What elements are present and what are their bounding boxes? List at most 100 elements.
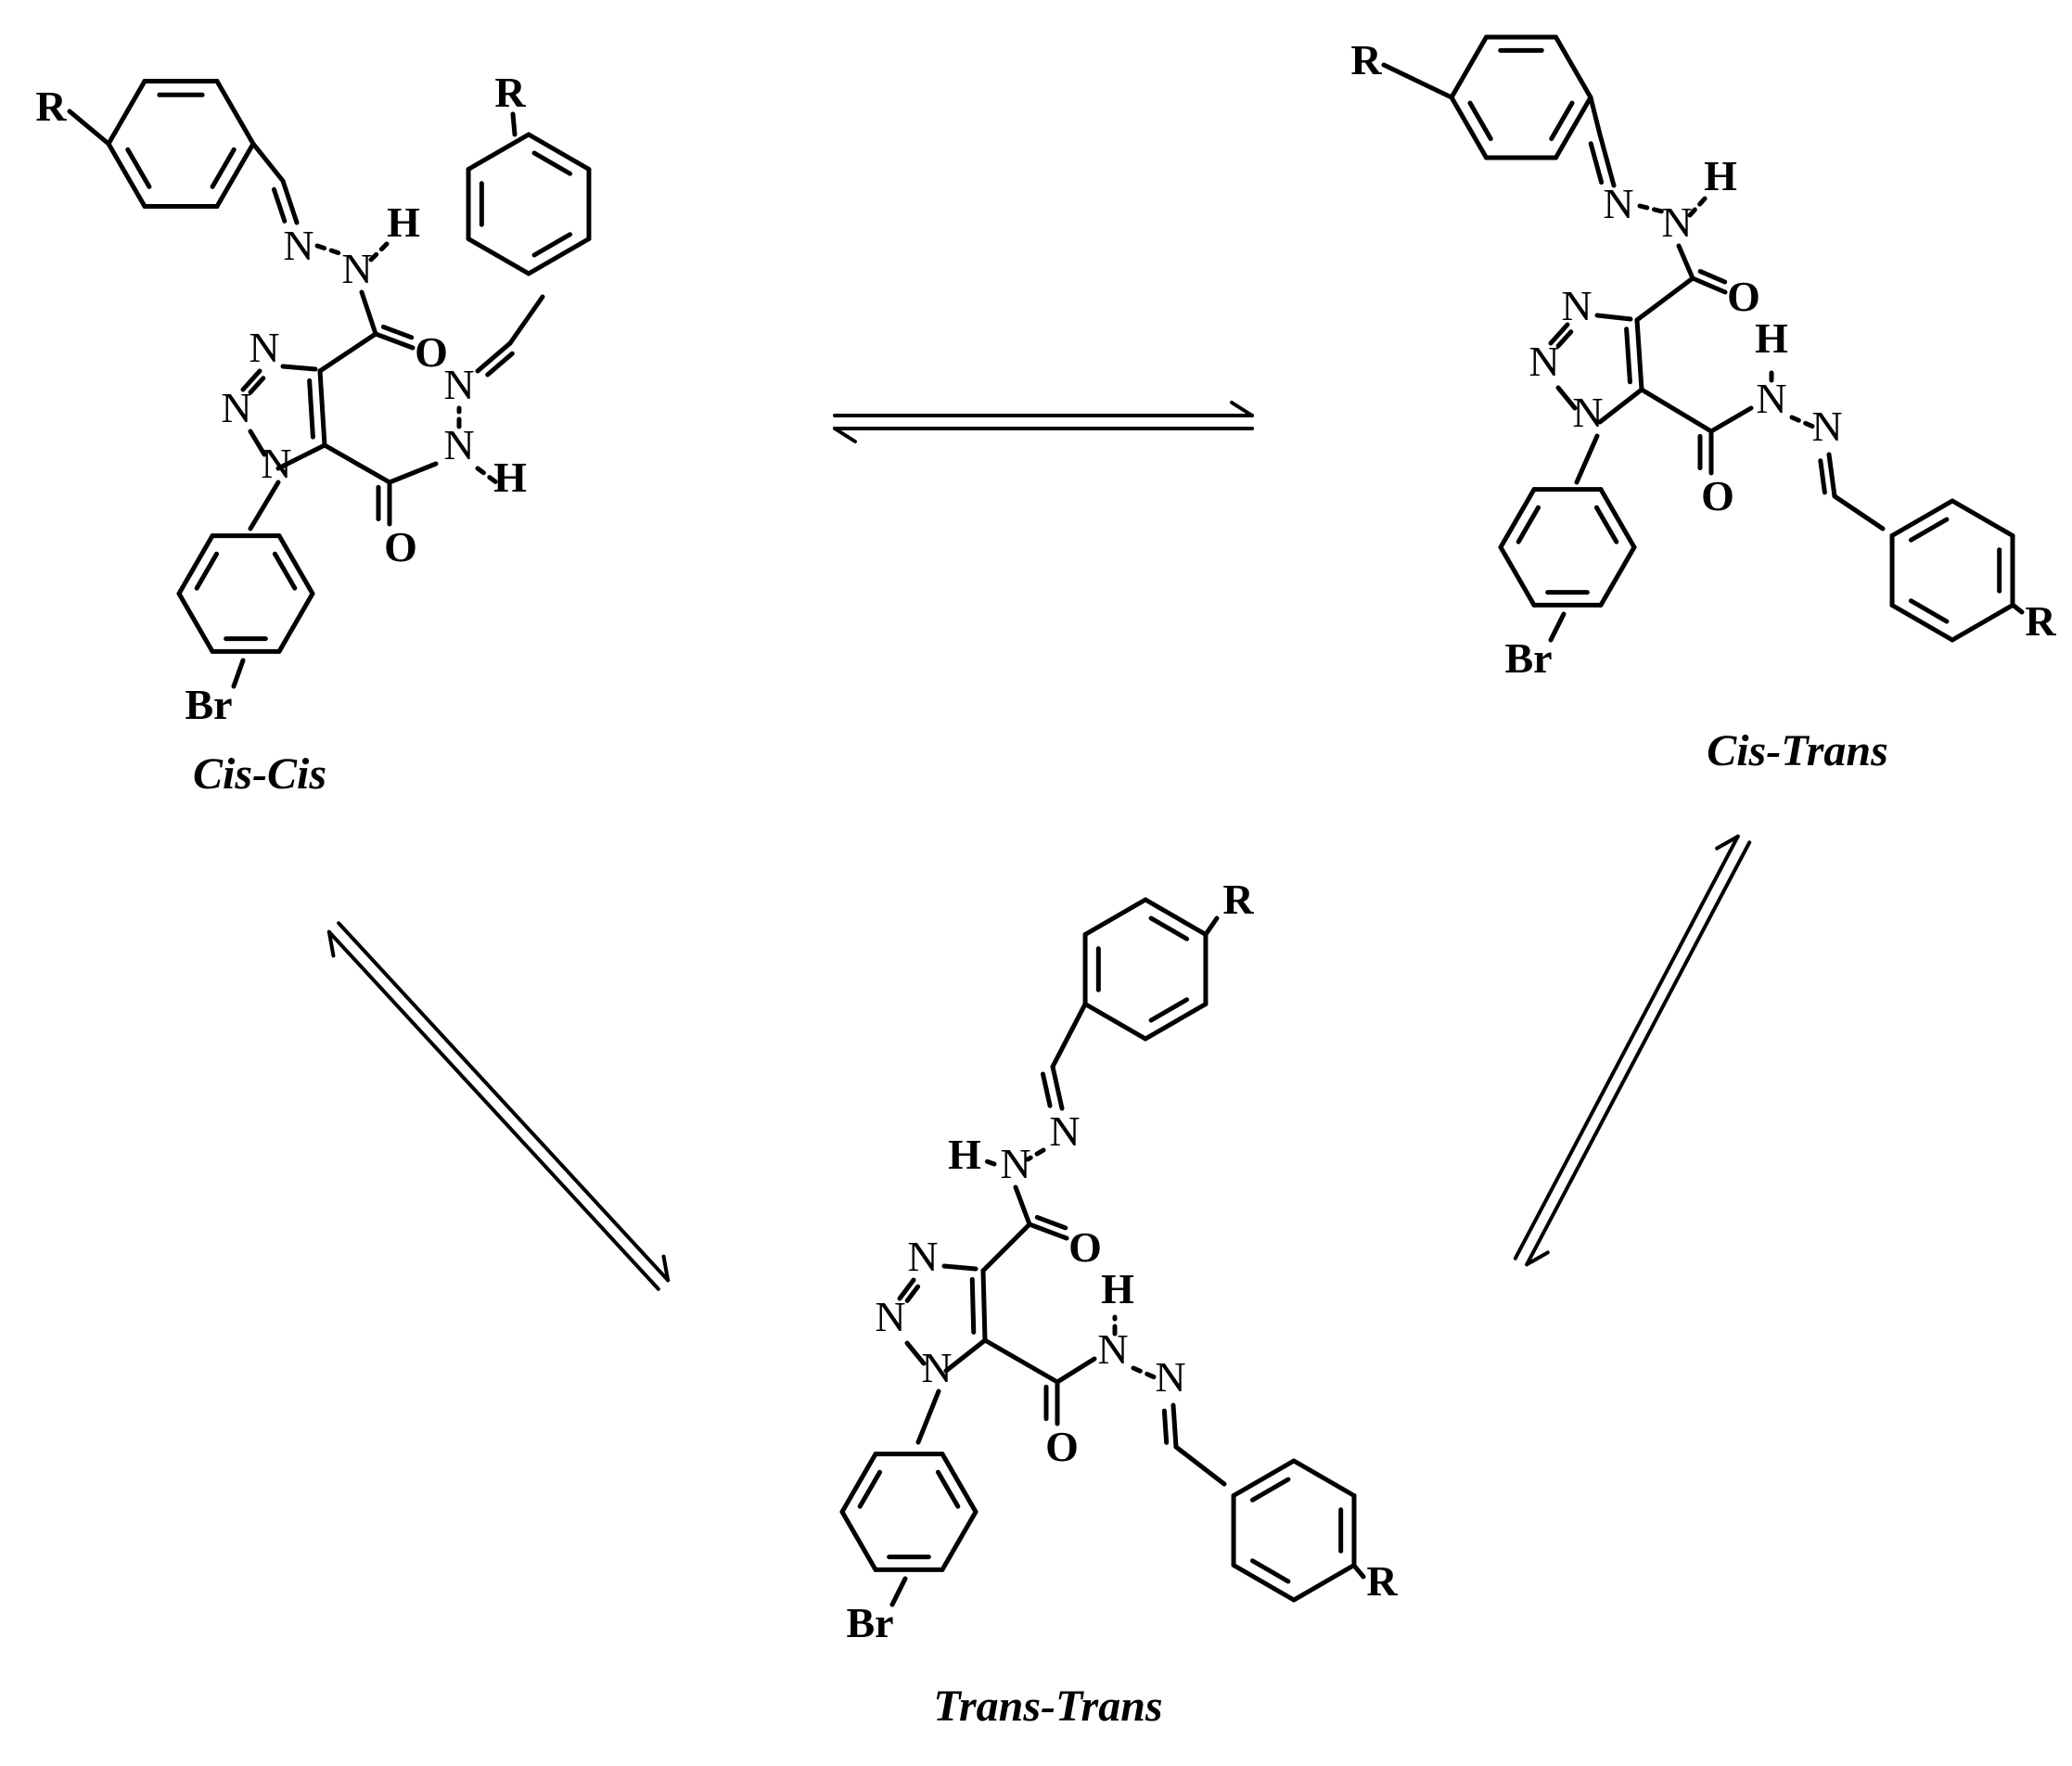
double-bond: [1170, 1402, 1179, 1450]
double-bond: [980, 1268, 988, 1343]
bond: [1173, 1444, 1227, 1487]
ring-bond: [214, 78, 256, 147]
ring-bond: [1082, 897, 1148, 937]
atom-n-triazole: N: [907, 1233, 938, 1280]
atom-n-triazole: N: [249, 324, 279, 371]
ring-bond: [940, 1509, 978, 1572]
ring-bond: [214, 141, 256, 210]
double-bond-inner: [1697, 269, 1728, 285]
substituent-r: R: [2025, 597, 2056, 645]
atom-n-imine: N: [443, 361, 474, 408]
dashed-bond: [1131, 1365, 1158, 1380]
ring-bond: [526, 132, 592, 172]
bond: [1574, 433, 1600, 485]
bond: [1050, 1002, 1088, 1069]
ring-bond: [276, 533, 315, 596]
bond: [510, 111, 518, 137]
dashed-bond: [1025, 1147, 1046, 1162]
ring-inner-bond: [1148, 997, 1190, 1023]
bond: [1597, 387, 1644, 425]
dashed-bond: [978, 1157, 997, 1167]
ring-bond: [1143, 897, 1209, 937]
bond: [507, 294, 545, 346]
atom-o: O: [1045, 1423, 1079, 1470]
ring-inner-bond: [194, 551, 220, 591]
atom-o: O: [1727, 273, 1760, 320]
atom-n-triazole: N: [221, 384, 251, 431]
double-bond: [1690, 275, 1728, 295]
atom-h: H: [1755, 314, 1788, 362]
double-bond-inner: [1161, 1408, 1170, 1445]
ring-bond: [1598, 487, 1637, 550]
ring-inner-bond: [125, 147, 152, 189]
ring-bond: [526, 237, 592, 276]
double-bond-inner: [904, 1284, 921, 1303]
reverse-arrow: [1513, 834, 1740, 1261]
double-bond: [1027, 1222, 1069, 1241]
atom-o: O: [1068, 1223, 1102, 1271]
substituent-r: R: [1222, 876, 1254, 923]
double-bond: [1548, 322, 1570, 346]
ring-inner-bond: [210, 147, 237, 189]
bond: [889, 1576, 908, 1607]
ring-bond: [1291, 1458, 1357, 1498]
double-bond-inner: [1624, 326, 1632, 385]
ring-bond: [1449, 95, 1489, 160]
atom-n-triazole: N: [1528, 338, 1559, 385]
double-bond-inner: [1040, 1071, 1053, 1108]
double-bond: [475, 340, 513, 374]
bond: [275, 442, 327, 471]
bond: [1639, 387, 1714, 434]
atom-o: O: [415, 328, 448, 376]
dashed-bond: [1637, 203, 1665, 214]
ring-inner-bond: [1249, 1558, 1291, 1584]
caption-cis-cis: Cis-Cis: [193, 749, 326, 799]
ring-bond: [176, 533, 215, 596]
double-bond-inner: [1034, 1214, 1068, 1231]
ring-bond: [1082, 1002, 1148, 1042]
double-bond-inner: [307, 378, 315, 440]
atom-br: Br: [185, 681, 232, 728]
bond: [1634, 275, 1695, 323]
bond: [1351, 1563, 1366, 1580]
ring-bond: [106, 141, 147, 210]
atom-br: Br: [1504, 634, 1552, 682]
ring-inner-bond: [1549, 100, 1575, 142]
double-bond-inner: [380, 324, 415, 340]
atom-n-triazole: N: [261, 440, 291, 487]
double-bond: [1634, 317, 1644, 392]
atom-n-imine: N: [283, 222, 313, 269]
bond: [248, 480, 281, 531]
atom-n-amide: N: [1756, 375, 1786, 422]
atom-h: H: [387, 198, 420, 246]
double-bond: [897, 1277, 916, 1301]
substituent-r: R: [1366, 1557, 1398, 1605]
atom-n-amide: N: [341, 245, 372, 292]
equilibrium-arrow-pair: [1513, 834, 1752, 1267]
dashed-bond: [314, 243, 348, 258]
ring-bond: [1598, 544, 1637, 608]
bond: [1013, 1184, 1032, 1227]
double-bond-inner: [248, 376, 266, 395]
bond: [1381, 62, 1454, 100]
ring-bond: [466, 132, 531, 172]
ring-bond: [1950, 498, 2015, 538]
bond: [1708, 405, 1754, 434]
bond: [67, 109, 111, 147]
ring-inner-bond: [1249, 1477, 1291, 1503]
forward-arrow-head: [326, 929, 336, 958]
ring-bond: [1231, 1458, 1297, 1498]
atom-h: H: [1704, 152, 1737, 199]
reverse-arrow-head: [833, 427, 857, 443]
ring-inner-bond: [1593, 505, 1619, 544]
bond: [1588, 95, 1603, 137]
bond: [1676, 243, 1695, 281]
double-bond-inner: [485, 351, 515, 378]
caption-trans-trans: Trans-Trans: [933, 1682, 1162, 1731]
ring-inner-bond: [531, 150, 573, 176]
ring-bond: [466, 237, 531, 276]
bond: [980, 1222, 1032, 1273]
dashed-bond: [368, 238, 392, 262]
ring-bond: [1231, 1563, 1297, 1603]
ring-bond: [1498, 487, 1537, 550]
